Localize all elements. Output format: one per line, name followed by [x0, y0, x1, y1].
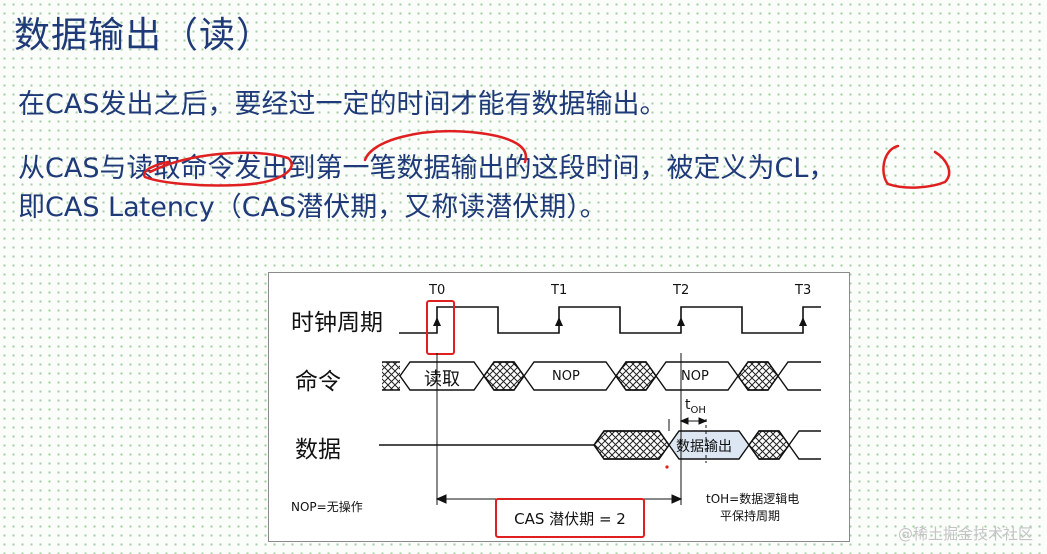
text-line-1: 在CAS发出之后，要经过一定的时间才能有数据输出。 — [18, 89, 667, 120]
cmd-nop2-label: NOP — [681, 369, 709, 384]
toh-arrow — [679, 417, 708, 425]
timing-diagram-graphics — [379, 300, 821, 505]
data-bus — [379, 430, 821, 460]
watermark: @稀土掘金技术社区 — [897, 525, 1033, 543]
t0-highlight-box — [426, 300, 455, 355]
tick-t3: T3 — [795, 283, 812, 298]
text-line-3: 即CAS Latency（CAS潜伏期，又称读潜伏期）。 — [18, 192, 607, 223]
row-label-command: 命令 — [295, 369, 341, 395]
cmd-read-label: 读取 — [424, 369, 460, 390]
row-label-data: 数据 — [295, 437, 341, 463]
tick-t1: T1 — [551, 283, 568, 298]
annotation-cl — [882, 144, 951, 189]
cas-latency-label: CAS 潜伏期 = 2 — [495, 498, 645, 538]
text-line-2: 从CAS与读取命令发出到第一笔数据输出的这段时间，被定义为CL， — [18, 153, 836, 184]
data-output-label: 数据输出 — [676, 439, 732, 455]
cmd-nop1-label: NOP — [552, 369, 580, 384]
toh-note-line-2: 平保持周期 — [720, 509, 781, 523]
row-label-clock: 时钟周期 — [291, 310, 383, 336]
clock-waveform — [399, 306, 821, 334]
toh-subscript: OH — [690, 404, 706, 416]
tick-t0: T0 — [429, 283, 446, 298]
tick-t2: T2 — [673, 283, 690, 298]
nop-note: NOP=无操作 — [291, 500, 363, 514]
command-bus — [382, 361, 821, 391]
red-dot — [665, 465, 669, 469]
toh-main: t — [685, 397, 691, 413]
toh-note-line-1: tOH=数据逻辑电 — [706, 492, 800, 506]
toh-label: tOH — [685, 397, 706, 416]
timing-diagram: T0 T1 T2 T3 时钟周期 命令 数据 读取 NOP NOP 数据输出 t… — [268, 272, 850, 542]
page-title: 数据输出（读） — [14, 15, 274, 56]
clock-rising-arrows — [433, 317, 807, 326]
